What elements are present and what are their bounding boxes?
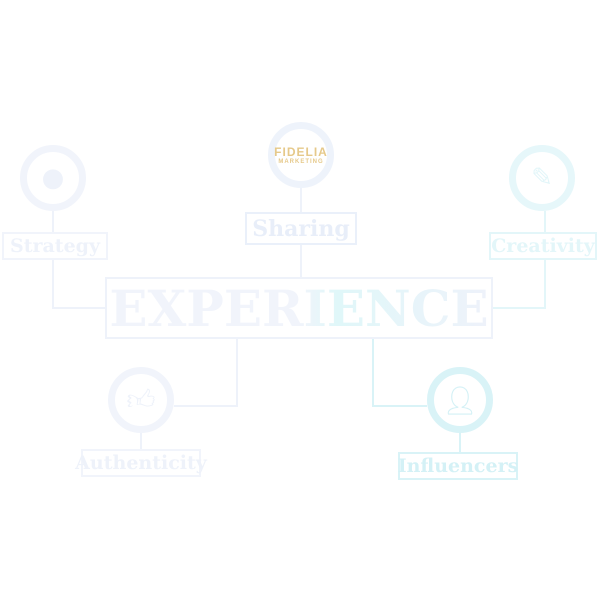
influencers-label: Influencers (398, 452, 518, 480)
experience-box: EXPERIENCE (105, 277, 493, 339)
authenticity-circle: 👍︎ (108, 367, 174, 433)
authenticity-label: Authenticity (75, 449, 207, 477)
thumbs-up-icon: 👍︎ (126, 383, 156, 416)
lightbulb-icon: ● (41, 163, 65, 193)
creativity-circle: ✎ (509, 145, 575, 211)
strategy-label: Strategy (2, 232, 108, 260)
sharing-label: Sharing (245, 212, 357, 245)
influencers-circle: 👤︎ (427, 367, 493, 433)
creativity-label: Creativity (489, 232, 597, 260)
user-icon: 👤︎ (442, 383, 478, 417)
pencil-icon: ✎ (531, 163, 553, 193)
logo-text: FIDELIA (274, 145, 328, 159)
strategy-circle: ● (20, 145, 86, 211)
logo-subtext: MARKETING (278, 159, 324, 165)
experience-title: EXPERIENCE (109, 278, 489, 338)
